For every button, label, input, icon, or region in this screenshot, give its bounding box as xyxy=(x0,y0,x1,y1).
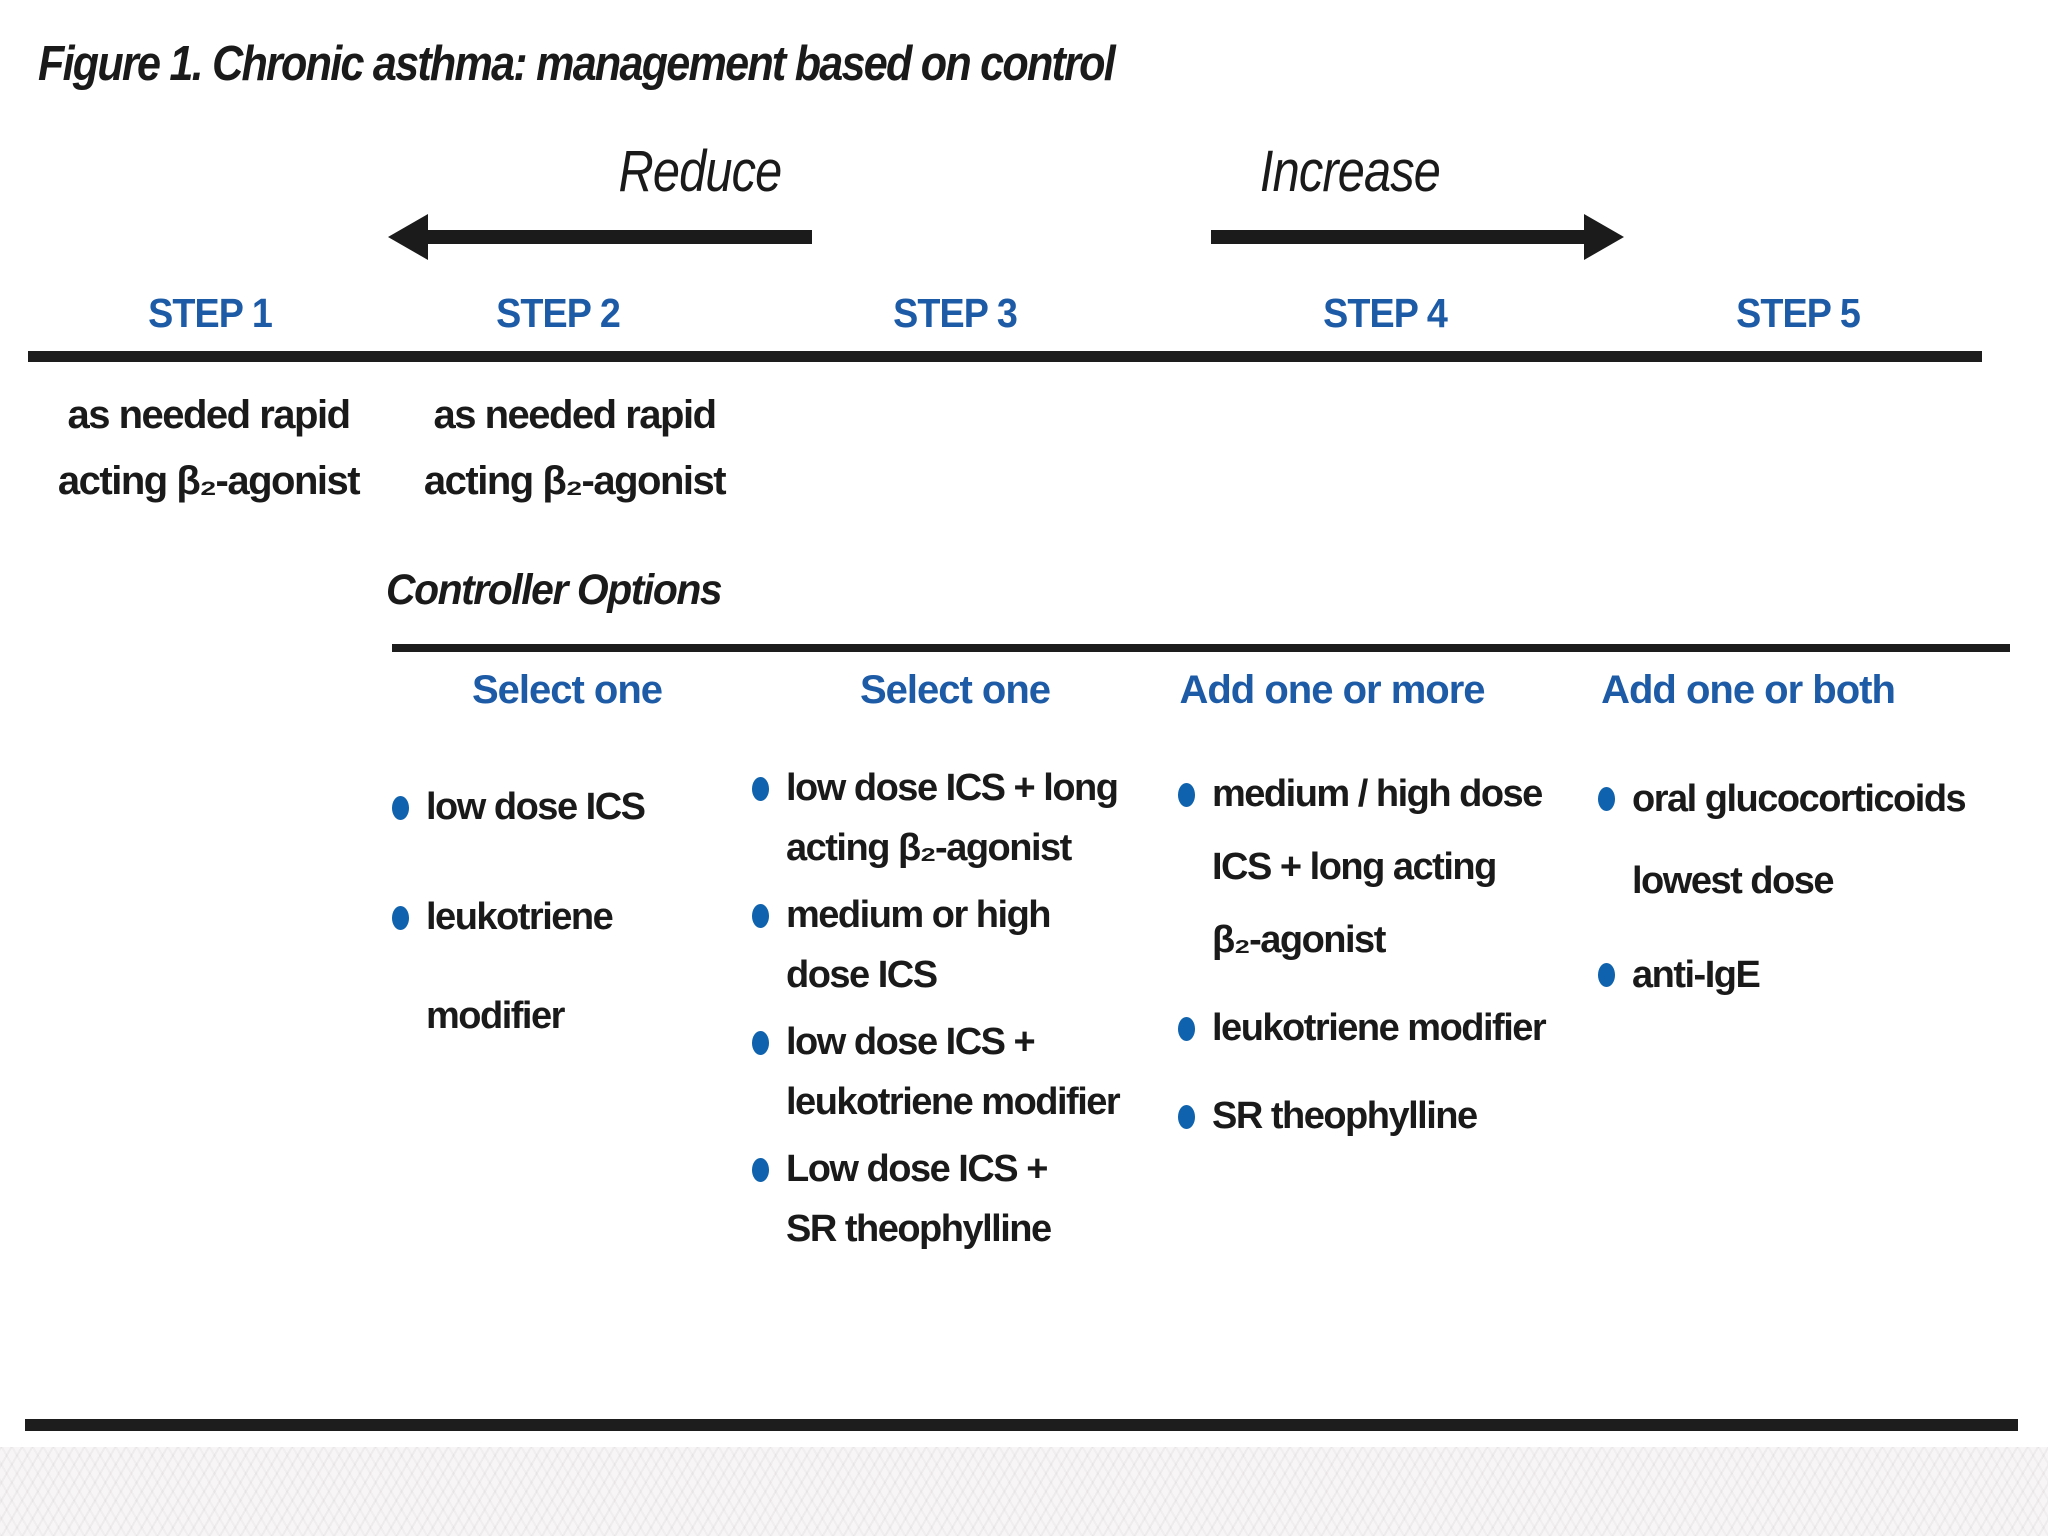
list-item: SR theophylline xyxy=(1178,1080,1628,1153)
list-item: medium / high dose ICS + long acting β₂-… xyxy=(1178,758,1628,977)
step-2-controller-list: low dose ICS leukotriene modifier xyxy=(392,758,712,1077)
list-item-text: low dose ICS xyxy=(426,786,646,828)
step-1-reliever: as needed rapid acting β₂-agonist xyxy=(57,393,361,503)
step-5-header: STEP 5 xyxy=(1736,290,1861,336)
controller-divider-line xyxy=(392,644,2010,652)
bottom-border-line xyxy=(25,1419,2018,1431)
list-item-text: medium or high dose ICS xyxy=(786,894,1052,996)
step-4-header: STEP 4 xyxy=(1323,290,1448,336)
steps-divider-line xyxy=(28,351,1982,362)
list-item: low dose ICS xyxy=(392,758,712,857)
list-item-text: leukotriene modifier xyxy=(426,896,614,1037)
list-item-text: SR theophylline xyxy=(1212,1095,1478,1137)
controller-options-title: Controller Options xyxy=(386,566,723,614)
bullet-icon xyxy=(392,796,409,820)
arrow-shaft xyxy=(422,230,812,244)
step-5-controller-header: Add one or both xyxy=(1601,668,1896,712)
step-2-header: STEP 2 xyxy=(496,290,621,336)
bullet-icon xyxy=(1598,787,1615,811)
figure-title: Figure 1. Chronic asthma: management bas… xyxy=(38,37,1116,91)
bullet-icon xyxy=(1178,1017,1195,1041)
bullet-icon xyxy=(752,1158,769,1182)
list-item-text: low dose ICS + long acting β₂-agonist xyxy=(786,767,1119,869)
footer-band xyxy=(0,1447,2048,1536)
list-item-text: medium / high dose ICS + long acting β₂-… xyxy=(1212,773,1543,961)
reduce-label: Reduce xyxy=(618,139,783,204)
list-item: oral glucocorticoids lowest dose xyxy=(1598,758,2038,922)
list-item-text: low dose ICS + leukotriene modifier xyxy=(786,1021,1121,1123)
reduce-arrow xyxy=(388,214,812,260)
bullet-icon xyxy=(1598,963,1615,987)
list-item: leukotriene modifier xyxy=(1178,992,1628,1065)
list-item: Low dose ICS + SR theophylline xyxy=(752,1139,1222,1259)
bullet-icon xyxy=(1178,1105,1195,1129)
step-2-controller-header: Select one xyxy=(471,668,663,712)
list-item-text: Low dose ICS + SR theophylline xyxy=(786,1148,1052,1250)
arrow-shaft xyxy=(1211,230,1590,244)
arrowhead-left-icon xyxy=(388,214,428,260)
list-item: anti-IgE xyxy=(1598,934,2038,1016)
bullet-icon xyxy=(1178,783,1195,807)
list-item: low dose ICS + long acting β₂-agonist xyxy=(752,758,1222,878)
list-item-text: oral glucocorticoids lowest dose xyxy=(1632,778,1967,902)
step-5-controller-list: oral glucocorticoids lowest dose anti-Ig… xyxy=(1598,758,2038,1028)
increase-label: Increase xyxy=(1259,139,1441,204)
list-item: medium or high dose ICS xyxy=(752,885,1222,1005)
step-3-header: STEP 3 xyxy=(893,290,1018,336)
bullet-icon xyxy=(392,906,409,930)
step-4-controller-list: medium / high dose ICS + long acting β₂-… xyxy=(1178,758,1628,1168)
list-item: low dose ICS + leukotriene modifier xyxy=(752,1012,1222,1132)
list-item-text: leukotriene modifier xyxy=(1212,1007,1547,1049)
list-item: leukotriene modifier xyxy=(392,868,712,1066)
bullet-icon xyxy=(752,904,769,928)
step-2-reliever: as needed rapid acting β₂-agonist xyxy=(423,393,727,503)
bullet-icon xyxy=(752,1031,769,1055)
step-1-header: STEP 1 xyxy=(148,290,273,336)
step-4-controller-header: Add one or more xyxy=(1179,668,1485,712)
list-item-text: anti-IgE xyxy=(1632,954,1761,996)
step-3-controller-header: Select one xyxy=(859,668,1051,712)
arrowhead-right-icon xyxy=(1584,214,1624,260)
bullet-icon xyxy=(752,777,769,801)
step-3-controller-list: low dose ICS + long acting β₂-agonist me… xyxy=(752,758,1222,1266)
increase-arrow xyxy=(1211,214,1624,260)
